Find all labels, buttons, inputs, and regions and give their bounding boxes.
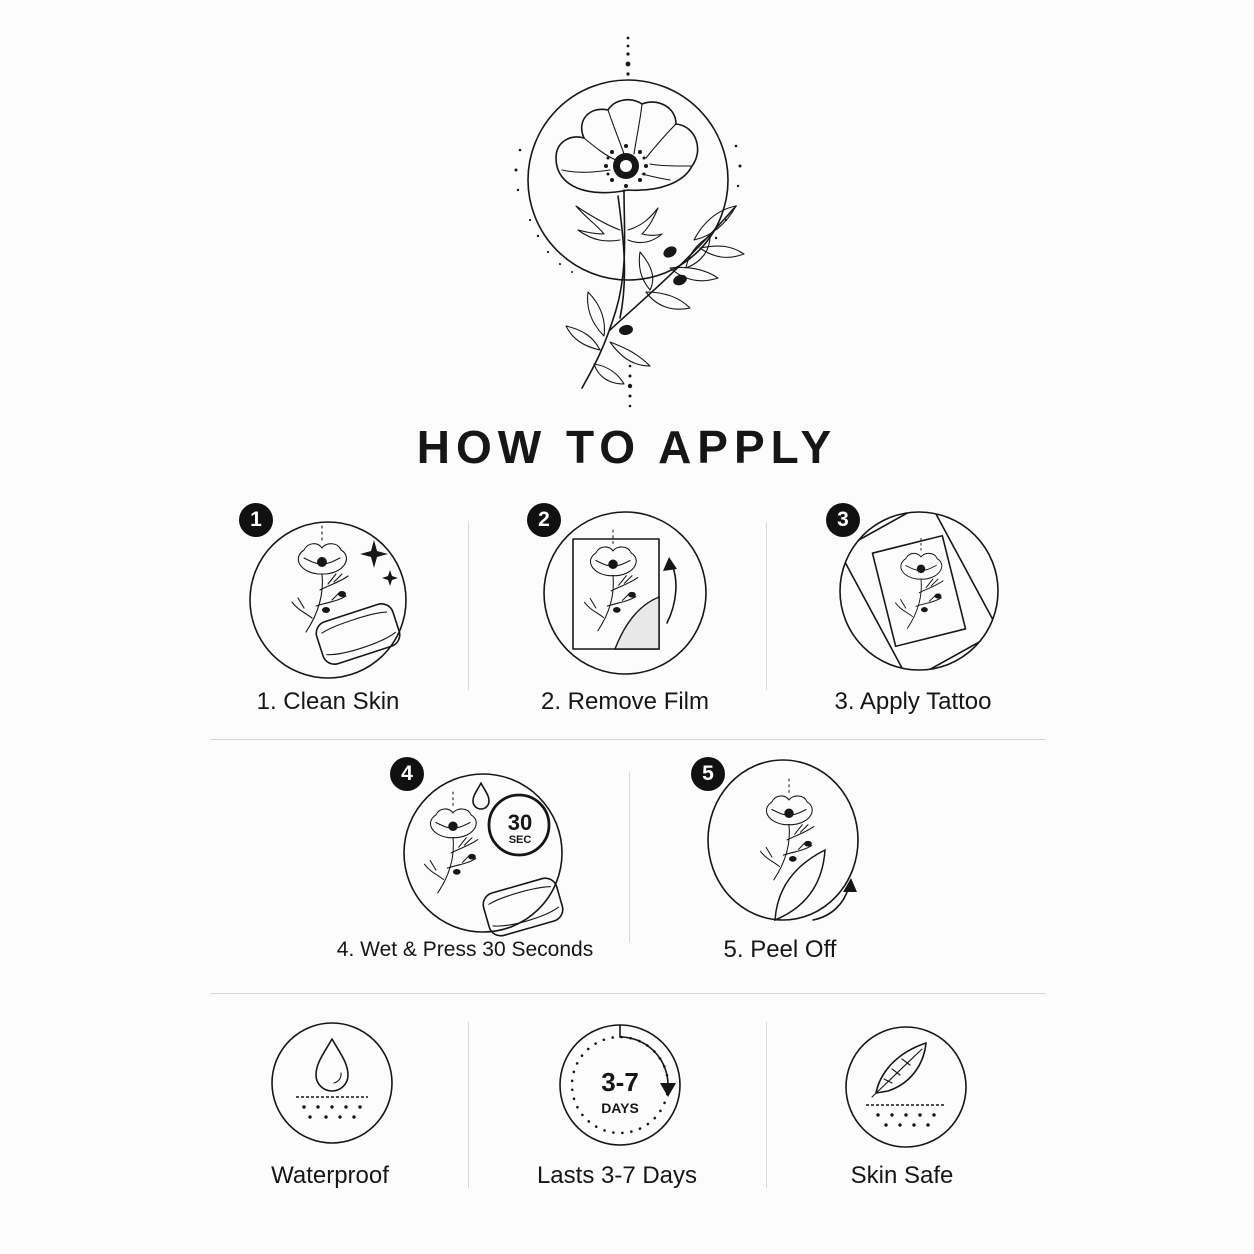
- duration-value: 3-7: [601, 1067, 639, 1097]
- feature-label: Waterproof: [271, 1162, 389, 1189]
- clean-skin-icon: [248, 520, 408, 680]
- step-label: 2. Remove Film: [540, 688, 710, 715]
- divider: [468, 1022, 469, 1188]
- divider: [629, 772, 630, 942]
- apply-tattoo-icon: [838, 510, 1000, 672]
- water-drop-icon: [269, 1020, 395, 1146]
- feature-label: Lasts 3-7 Days: [536, 1162, 698, 1189]
- remove-film-icon: [542, 510, 708, 676]
- wet-press-icon: [402, 772, 564, 937]
- divider: [766, 1022, 767, 1188]
- peel-off-icon: [706, 758, 860, 922]
- poppy-illustration: [500, 30, 760, 415]
- step-number-badge: 1: [239, 503, 273, 537]
- step-label: 1. Clean Skin: [256, 688, 400, 715]
- step-number-badge: 5: [691, 757, 725, 791]
- page-title: HOW TO APPLY: [416, 421, 838, 473]
- timer-value: 30: [507, 810, 533, 835]
- step-label: 4. Wet & Press 30 Seconds: [336, 938, 594, 961]
- step-number-badge: 2: [527, 503, 561, 537]
- divider: [468, 522, 469, 690]
- feature-label: Skin Safe: [850, 1162, 954, 1189]
- divider: [210, 993, 1046, 994]
- step-label: 3. Apply Tattoo: [834, 688, 992, 715]
- step-number-badge: 3: [826, 503, 860, 537]
- step-number-badge: 4: [390, 757, 424, 791]
- divider: [210, 739, 1046, 740]
- timer-unit: SEC: [508, 834, 532, 846]
- divider: [766, 522, 767, 690]
- duration-unit: DAYS: [601, 1100, 639, 1116]
- timer-icon: [555, 1020, 685, 1150]
- feather-icon: [843, 1024, 969, 1150]
- step-label: 5. Peel Off: [723, 936, 837, 963]
